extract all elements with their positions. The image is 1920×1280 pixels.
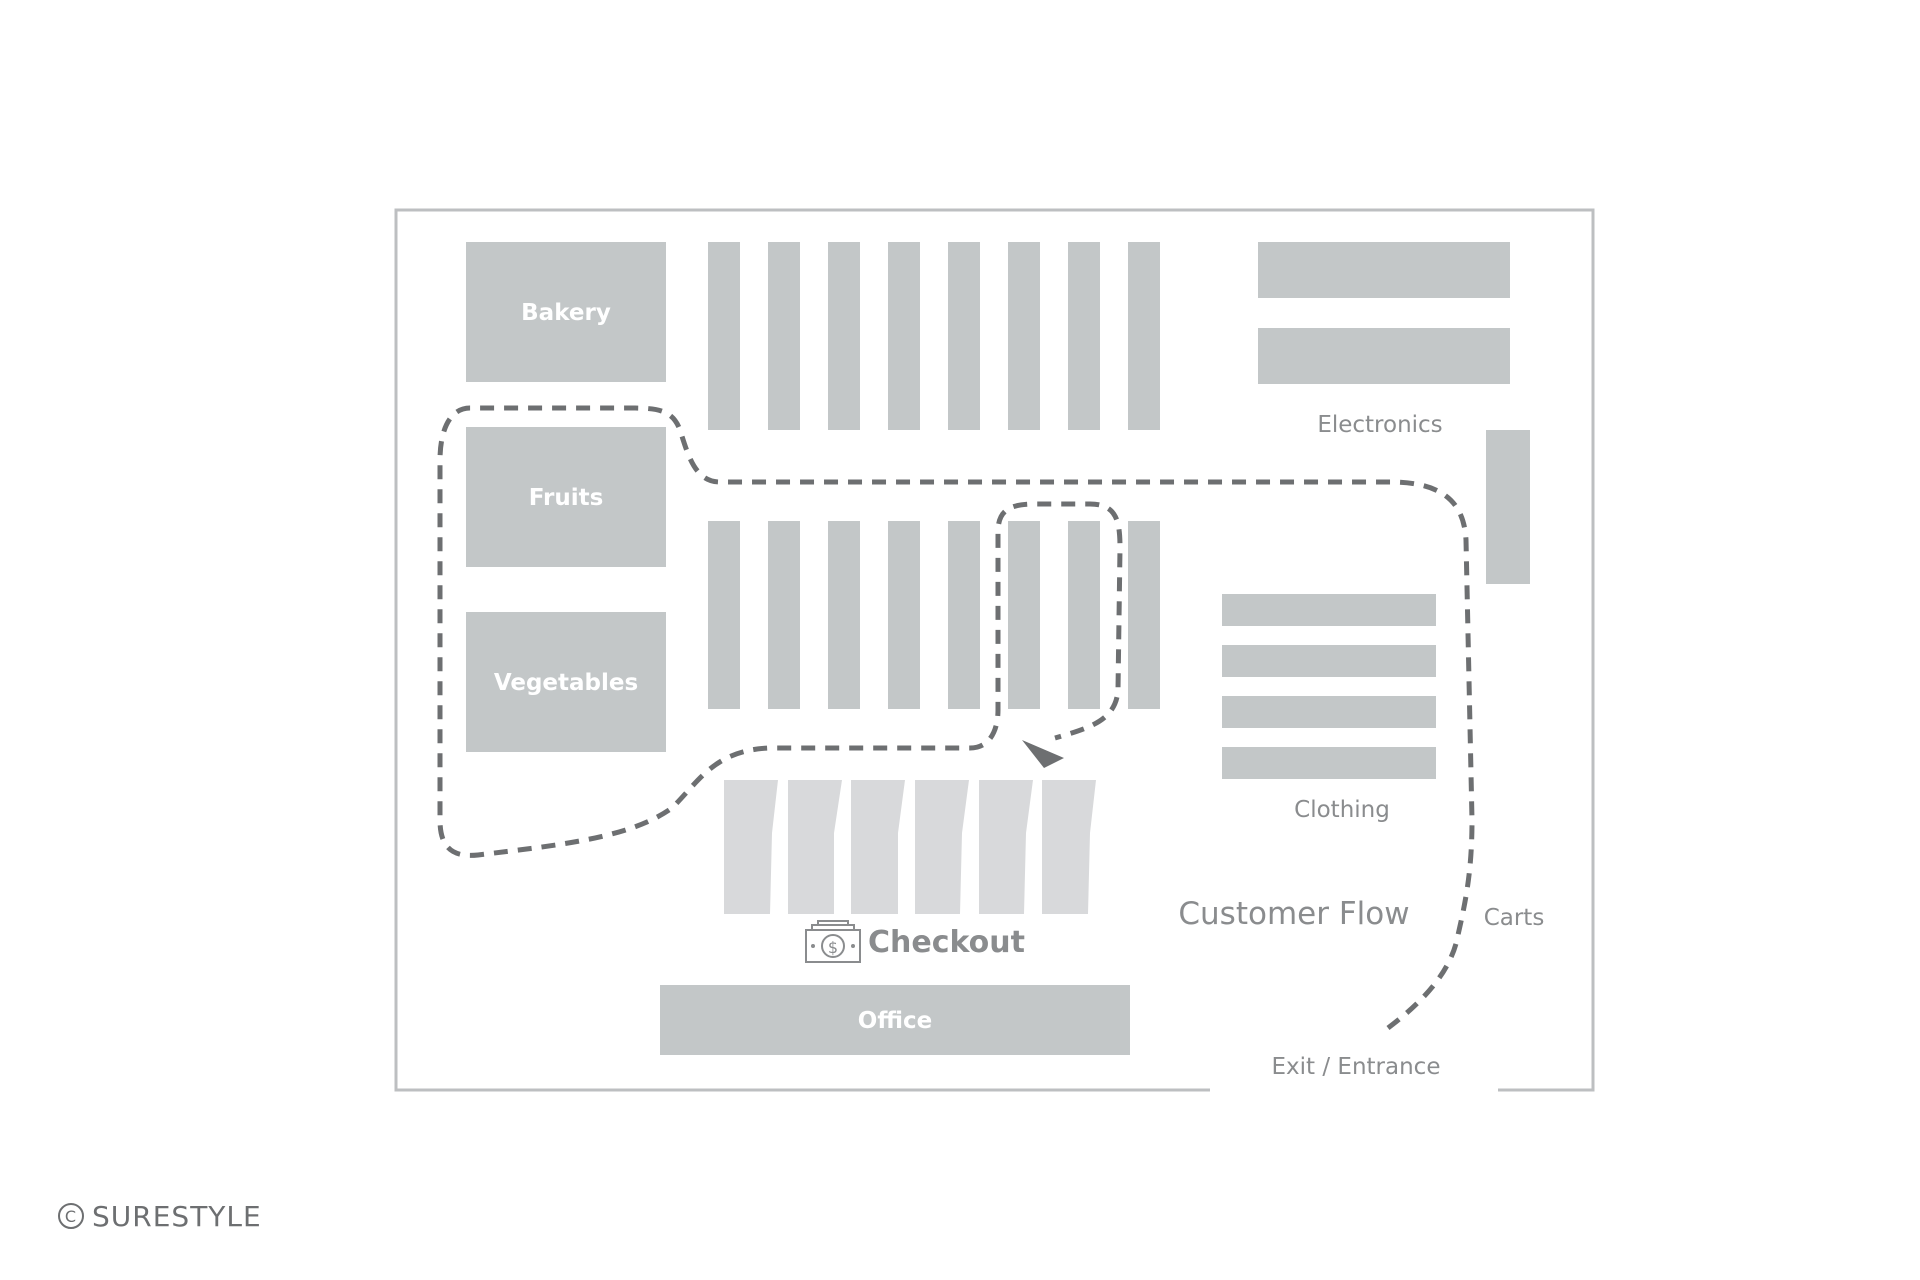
checkout-lane — [979, 780, 1033, 914]
checkout-lane — [724, 780, 778, 914]
electronics-shelf — [1258, 328, 1510, 384]
clothing-rack — [1222, 594, 1436, 626]
flow-arrowhead-icon — [1022, 740, 1064, 768]
checkout-lane — [788, 780, 842, 914]
clothing-rack — [1222, 747, 1436, 779]
shelf — [948, 242, 980, 430]
checkout-lane — [851, 780, 905, 914]
bakery-block — [466, 242, 666, 382]
carts-label: Carts — [1484, 905, 1545, 931]
fruits-label: Fruits — [529, 485, 604, 511]
shelf — [888, 242, 920, 430]
brand-name: SURESTYLE — [92, 1199, 262, 1233]
shelf — [828, 521, 860, 709]
clothing-rack — [1222, 645, 1436, 677]
shelf — [1008, 521, 1040, 709]
vegetables-label: Vegetables — [494, 670, 638, 696]
shelf — [948, 521, 980, 709]
exit-entrance-label: Exit / Entrance — [1272, 1054, 1441, 1080]
electronics-shelf — [1258, 242, 1510, 298]
clothing-label: Clothing — [1294, 797, 1390, 823]
shelf — [1128, 242, 1160, 430]
shelf — [828, 242, 860, 430]
office-label: Office — [858, 1008, 932, 1034]
money-bill-icon: $ — [805, 920, 861, 963]
shelf — [708, 242, 740, 430]
customer-flow-path — [437, 405, 1475, 1030]
checkout-lane — [1042, 780, 1096, 914]
shelf — [1068, 242, 1100, 430]
shelf-row-top — [708, 242, 1160, 430]
shelf — [1128, 521, 1160, 709]
vegetables-block — [466, 612, 666, 752]
shelf — [1008, 242, 1040, 430]
shelf — [888, 521, 920, 709]
shelf — [768, 521, 800, 709]
shelf — [708, 521, 740, 709]
shelf — [768, 242, 800, 430]
brand-watermark: C SURESTYLE — [58, 1196, 262, 1236]
customer-flow-label: Customer Flow — [1178, 896, 1409, 932]
carts-bay — [1486, 430, 1530, 584]
office-block — [660, 985, 1130, 1055]
store-wall — [394, 208, 1595, 1092]
fruits-block — [466, 427, 666, 567]
checkout-lane — [915, 780, 969, 914]
shelf-row-bottom — [708, 521, 1160, 709]
bakery-label: Bakery — [521, 300, 611, 326]
checkout-lanes — [724, 780, 1096, 914]
copyright-icon: C — [58, 1203, 84, 1229]
checkout-label: Checkout — [868, 925, 1025, 960]
clothing-rack — [1222, 696, 1436, 728]
shelf — [1068, 521, 1100, 709]
svg-text:$: $ — [828, 938, 838, 957]
electronics-label: Electronics — [1317, 412, 1442, 438]
